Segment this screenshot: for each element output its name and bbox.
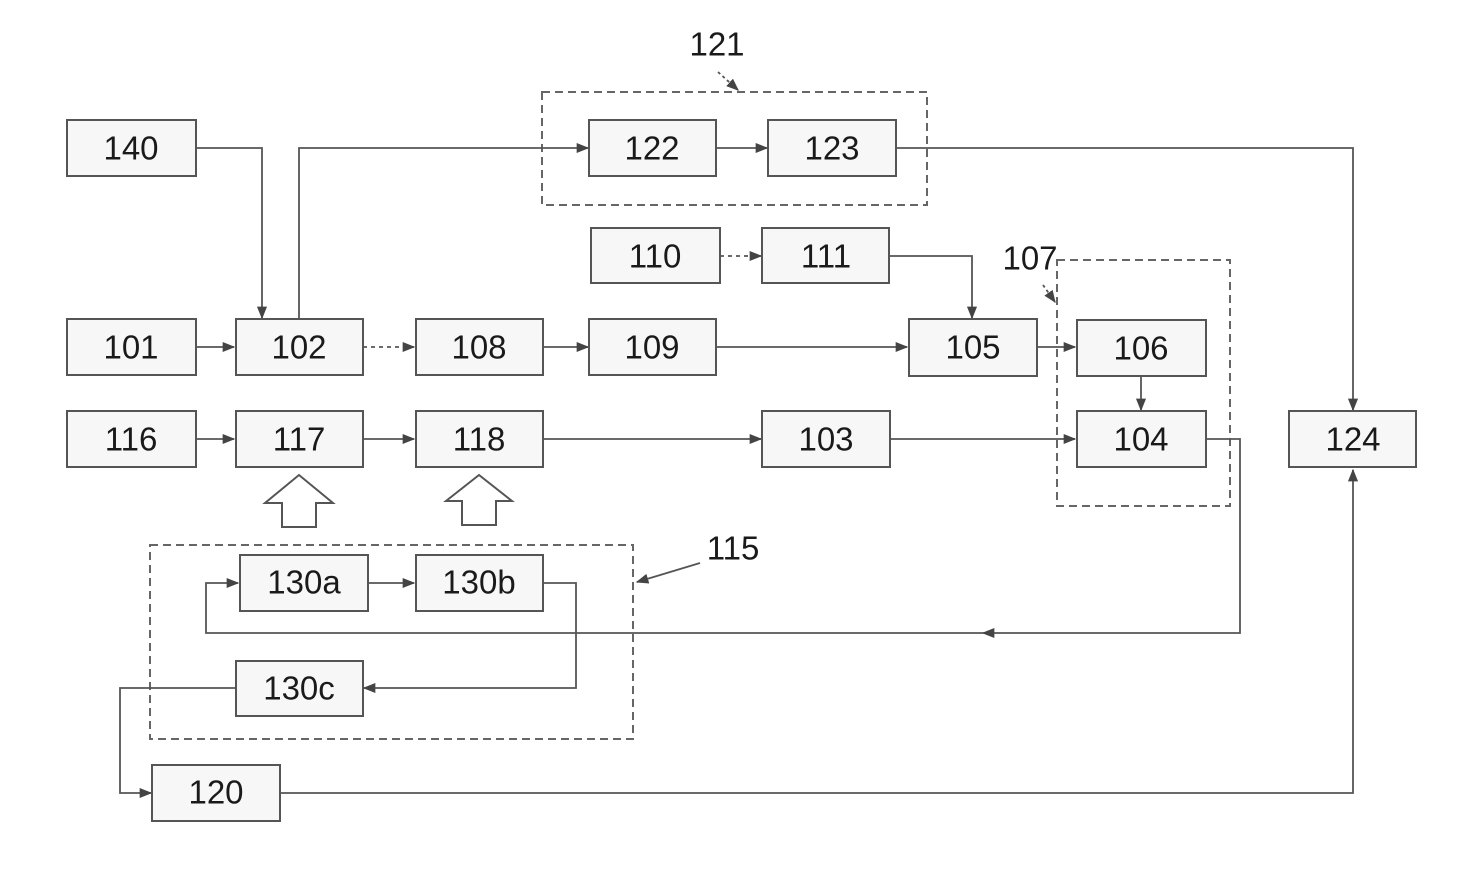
block-109-label: 109 [624, 329, 679, 366]
wire-102-122 [299, 148, 588, 319]
hollow-arrow-to-118 [446, 475, 512, 525]
block-111: 111 [762, 228, 889, 283]
block-101: 101 [67, 319, 196, 375]
block-103-label: 103 [798, 421, 853, 458]
block-105-label: 105 [945, 329, 1000, 366]
block-130c: 130c [236, 661, 363, 716]
block-116: 116 [67, 411, 196, 467]
block-104: 104 [1077, 411, 1206, 467]
block-102: 102 [236, 319, 363, 375]
block-140: 140 [67, 120, 196, 176]
block-124-label: 124 [1325, 421, 1380, 458]
block-117: 117 [236, 411, 363, 467]
block-111-label: 111 [801, 238, 851, 275]
block-116-label: 116 [105, 421, 158, 458]
block-108: 108 [416, 319, 543, 375]
block-118-label: 118 [453, 421, 506, 458]
block-110-label: 110 [629, 238, 682, 275]
group-121-leader [718, 72, 738, 90]
wire-104-feedback [983, 439, 1240, 633]
block-103: 103 [762, 411, 890, 467]
group-121-label: 121 [689, 26, 744, 63]
block-130a-label: 130a [267, 564, 341, 601]
block-123: 123 [768, 120, 896, 176]
block-106: 106 [1077, 320, 1206, 376]
block-102-label: 102 [271, 329, 326, 366]
block-101-label: 101 [103, 329, 158, 366]
block-123-label: 123 [804, 130, 859, 167]
block-122-label: 122 [624, 130, 679, 167]
block-120-label: 120 [188, 774, 243, 811]
group-107-label: 107 [1002, 240, 1057, 277]
group-107-leader [1043, 285, 1055, 302]
group-115-label: 115 [707, 530, 760, 567]
wire-140-102 [196, 148, 262, 318]
wire-111-105 [889, 256, 972, 318]
block-124: 124 [1289, 411, 1416, 467]
group-107-box [1057, 260, 1230, 506]
block-117-label: 117 [273, 421, 326, 458]
hollow-arrow-to-117 [265, 475, 333, 527]
group-115-leader [637, 563, 700, 582]
block-120: 120 [152, 765, 280, 821]
block-118: 118 [416, 411, 543, 467]
block-110: 110 [591, 228, 720, 283]
block-105: 105 [909, 319, 1037, 376]
block-104-label: 104 [1113, 421, 1168, 458]
wire-120-124 [280, 470, 1353, 793]
group-115-box [150, 545, 633, 739]
block-130b: 130b [416, 555, 543, 611]
block-130b-label: 130b [442, 564, 515, 601]
block-130c-label: 130c [263, 670, 335, 707]
block-122: 122 [589, 120, 716, 176]
block-130a: 130a [240, 555, 368, 611]
block-140-label: 140 [103, 130, 158, 167]
block-106-label: 106 [1113, 330, 1168, 367]
block-109: 109 [589, 319, 716, 375]
block-108-label: 108 [451, 329, 506, 366]
